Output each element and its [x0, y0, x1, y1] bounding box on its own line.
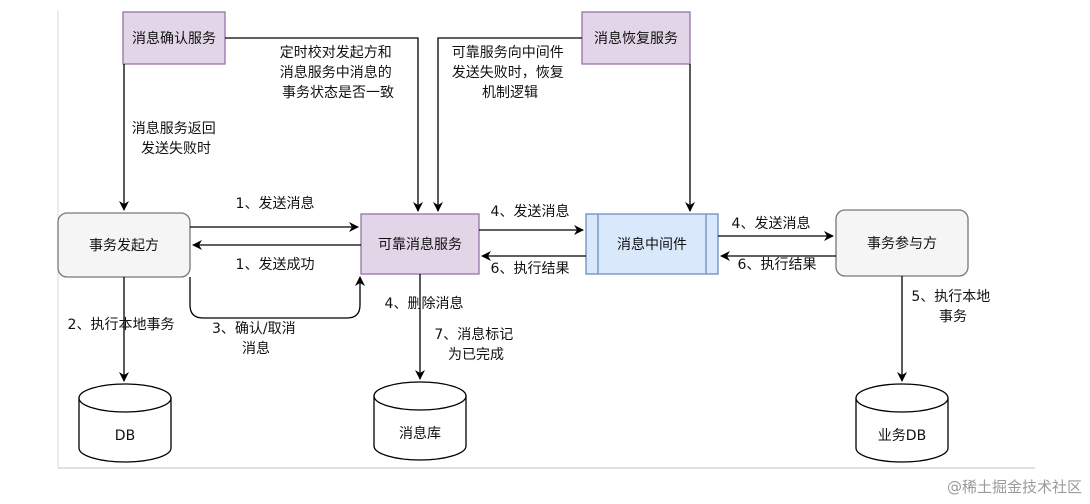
exec-result-6a-label: 6、执行结果 — [491, 261, 570, 277]
initiator-node[interactable]: 事务发起方 — [57, 212, 191, 278]
send-msg-1-label: 1、发送消息 — [236, 195, 315, 212]
initiator-label: 事务发起方 — [89, 238, 159, 254]
confirm-service-node[interactable]: 消息确认服务 — [122, 11, 226, 65]
delete-msg-label: 4、删除消息 — [385, 295, 464, 312]
exec-local-5-label: 5、执行本地 事务 — [911, 289, 994, 325]
db-label: DB — [115, 428, 135, 444]
exec-local-label: 2、执行本地事务 — [68, 317, 175, 333]
edge-confirm-to-reliable — [225, 37, 423, 212]
reliable-service-node[interactable]: 可靠消息服务 — [360, 213, 480, 275]
recovery-service-node[interactable]: 消息恢复服务 — [581, 11, 691, 65]
recovery-note-label: 可靠服务向中间件 发送失败时，恢复 机制逻辑 — [452, 45, 568, 101]
send-msg-4b-label: 4、发送消息 — [732, 215, 811, 232]
recovery-service-label: 消息恢复服务 — [594, 30, 678, 47]
confirm-service-label: 消息确认服务 — [132, 30, 216, 47]
business-db-cylinder: 业务DB — [855, 383, 949, 463]
watermark: @稀土掘金技术社区 — [947, 478, 1082, 496]
participant-label: 事务参与方 — [867, 235, 937, 252]
edge-confirm-cancel — [189, 276, 365, 319]
participant-node[interactable]: 事务参与方 — [835, 209, 969, 277]
edge-recovery-to-reliable — [433, 37, 582, 212]
return-fail-label: 消息服务返回 发送失败时 — [132, 120, 220, 157]
send-ok-1-label: 1、发送成功 — [236, 257, 315, 273]
confirm-cancel-label: 3、确认/取消 消息 — [212, 321, 300, 357]
db-cylinder: DB — [78, 383, 172, 463]
exec-result-6b-label: 6、执行结果 — [738, 257, 817, 273]
business-db-label: 业务DB — [878, 428, 926, 444]
send-msg-4a-label: 4、发送消息 — [491, 203, 570, 220]
message-db-label: 消息库 — [399, 425, 441, 442]
middleware-label: 消息中间件 — [617, 236, 687, 253]
reliable-service-label: 可靠消息服务 — [378, 236, 462, 253]
timer-check-label: 定时校对发起方和 消息服务中消息的 事务状态是否一致 — [280, 44, 396, 101]
message-db-cylinder: 消息库 — [373, 381, 467, 461]
mark-done-label: 7、消息标记 为已完成 — [434, 326, 517, 363]
middleware-node[interactable]: 消息中间件 — [585, 213, 719, 275]
